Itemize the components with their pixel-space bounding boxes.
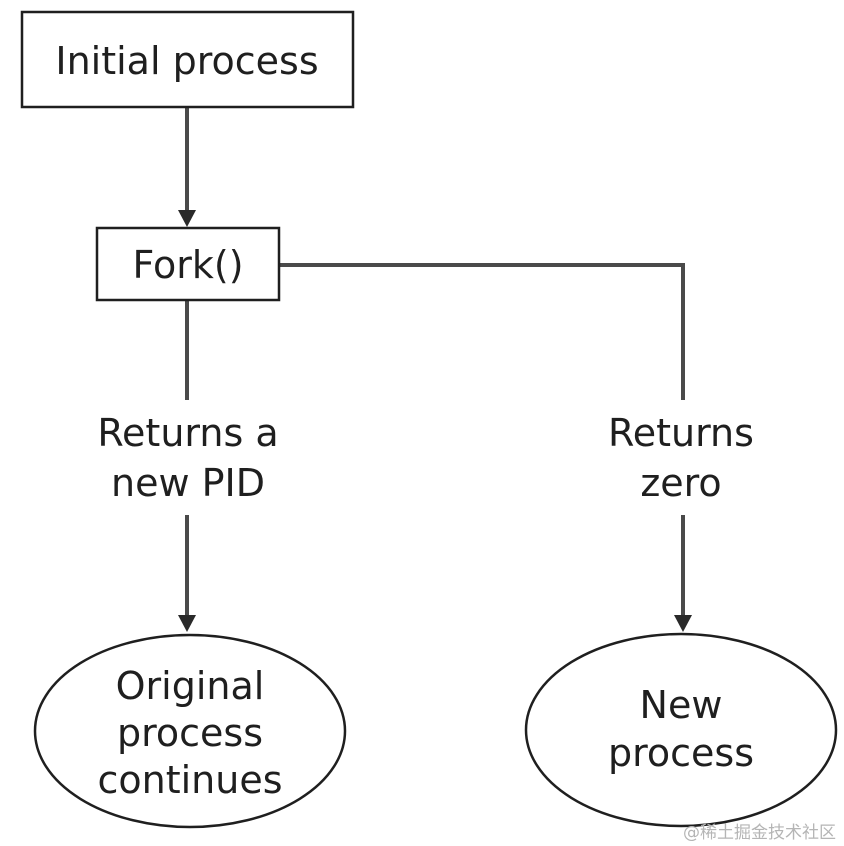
original-process-ellipse <box>33 633 347 829</box>
new-process-line2: process <box>608 731 754 775</box>
original-process-line2: process <box>117 711 263 755</box>
original-process-line3: continues <box>97 758 282 802</box>
arrowhead-new-process <box>674 615 692 632</box>
arrowhead-original <box>178 615 196 632</box>
arrowhead-fork <box>178 210 196 227</box>
fork-box <box>95 226 281 302</box>
left-edge-label-line2: new PID <box>111 461 265 505</box>
initial-process-box <box>20 10 355 109</box>
edge-fork-to-right-label <box>279 263 685 400</box>
fork-label: Fork() <box>132 243 243 287</box>
original-process-line1: Original <box>116 664 265 708</box>
initial-process-label: Initial process <box>55 39 318 83</box>
left-edge-label-line1: Returns a <box>97 411 278 455</box>
right-edge-label-line2: zero <box>640 461 721 505</box>
new-process-line1: New <box>640 683 723 727</box>
right-edge-label-line1: Returns <box>608 411 754 455</box>
watermark-text: @稀土掘金技术社区 <box>683 823 836 843</box>
new-process-ellipse <box>524 632 838 828</box>
